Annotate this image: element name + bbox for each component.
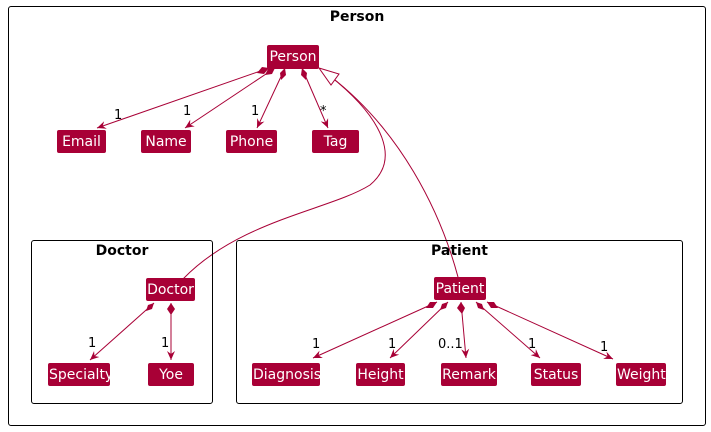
multiplicity-status: 1 (528, 337, 537, 352)
multiplicity-remark: 0..1 (438, 337, 463, 352)
class-person[interactable]: Person (267, 45, 319, 69)
composition-diamond (457, 302, 465, 314)
class-diagnosis[interactable]: Diagnosis (252, 363, 321, 386)
class-email[interactable]: Email (57, 130, 106, 153)
multiplicity-name: 1 (183, 104, 192, 119)
composition-person-name (184, 67, 276, 129)
composition-diamond (440, 302, 448, 310)
composition-patient-weight (486, 301, 614, 360)
multiplicity-diagnosis: 1 (312, 337, 321, 352)
class-doctor[interactable]: Doctor (146, 278, 195, 301)
composition-diamond (426, 302, 437, 308)
multiplicity-email: 1 (114, 108, 123, 123)
package-person: Person (8, 6, 706, 426)
class-tag[interactable]: Tag (312, 130, 359, 153)
class-weight[interactable]: Weight (616, 363, 666, 386)
multiplicity-height: 1 (388, 337, 397, 352)
composition-person-tag (301, 67, 329, 129)
composition-person-phone (256, 67, 286, 129)
composition-patient-status (475, 301, 541, 359)
class-patient[interactable]: Patient (434, 277, 486, 300)
package-doctor: Doctor (31, 240, 213, 404)
class-remark[interactable]: Remark (441, 363, 497, 386)
class-specialty[interactable]: Specialty (48, 363, 113, 386)
package-person-title: Person (329, 9, 385, 25)
package-patient-title: Patient (431, 243, 488, 259)
multiplicity-yoe: 1 (161, 336, 170, 351)
class-yoe[interactable]: Yoe (148, 363, 194, 386)
inheritance-patient-person (329, 75, 459, 278)
inheritance-triangle (317, 67, 340, 86)
composition-diamond (301, 68, 307, 80)
composition-diamond (146, 303, 154, 311)
multiplicity-specialty: 1 (88, 336, 97, 351)
composition-diamond (476, 302, 484, 310)
composition-patient-height (389, 301, 449, 359)
multiplicity-weight: 1 (600, 340, 609, 355)
composition-diamond (265, 68, 275, 75)
composition-diamond (167, 303, 175, 315)
class-name[interactable]: Name (141, 130, 191, 153)
composition-doctor-yoe (167, 303, 175, 360)
composition-diamond (487, 302, 498, 308)
composition-patient-remark (457, 301, 470, 359)
package-doctor-title: Doctor (95, 243, 149, 259)
composition-person-email (96, 67, 270, 129)
composition-patient-diagnosis (312, 301, 438, 359)
multiplicity-phone: 1 (251, 104, 260, 119)
composition-doctor-specialty (89, 302, 155, 361)
composition-diamond (280, 68, 286, 80)
package-patient: Patient (236, 240, 683, 404)
class-status[interactable]: Status (531, 363, 581, 386)
class-phone[interactable]: Phone (226, 130, 277, 153)
composition-diamond (257, 67, 269, 74)
inheritance-doctor-person (182, 75, 386, 280)
multiplicity-tag: * (320, 104, 327, 119)
class-height[interactable]: Height (356, 363, 405, 386)
